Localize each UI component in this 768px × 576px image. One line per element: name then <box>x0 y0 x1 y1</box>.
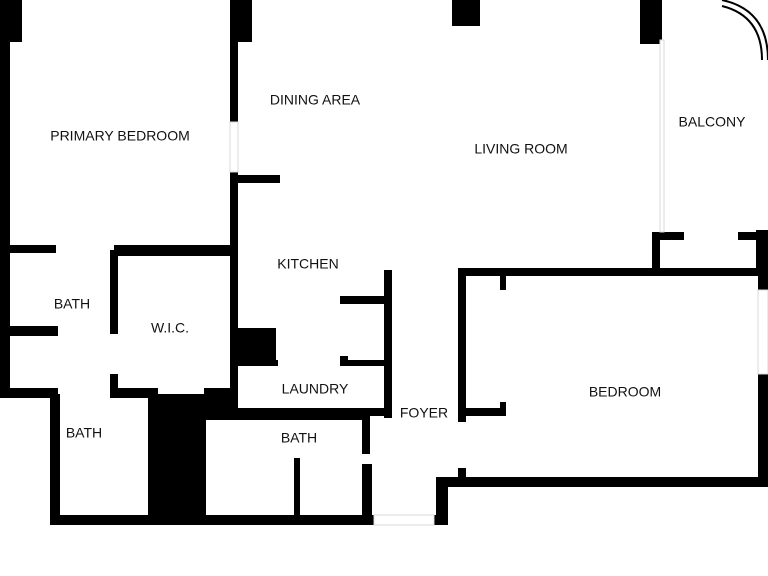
wall-laundry-bottom <box>234 408 392 416</box>
wall-pantry-left-lower <box>340 356 348 364</box>
label-primary-bedroom: PRIMARY BEDROOM <box>50 128 190 144</box>
outer-wall-top-left-block <box>0 0 22 42</box>
label-bath-primary: BATH <box>54 296 90 312</box>
label-bedroom: BEDROOM <box>589 384 661 400</box>
column-top-2 <box>452 0 480 26</box>
wall-primary-bedroom-right-lower <box>230 172 238 408</box>
wall-balcony-box-top-left <box>652 232 684 240</box>
wall-center-bath-top <box>200 414 366 420</box>
wall-bedroom-left-lower <box>458 468 466 482</box>
outer-wall-left <box>0 0 10 398</box>
wall-lower-bath-right <box>148 394 158 525</box>
wall-wic-bottom <box>110 388 158 398</box>
kitchen-appliance-block <box>234 328 276 366</box>
wall-closet-bottom <box>458 408 506 416</box>
wall-bath-shelf <box>0 326 58 336</box>
label-foyer: FOYER <box>400 405 448 421</box>
wall-bath-wic-divider-lower <box>110 374 118 398</box>
label-bath-center: BATH <box>281 430 317 446</box>
wall-bedroom-left <box>458 268 466 422</box>
label-balcony: BALCONY <box>679 114 747 130</box>
wall-balcony-box-left <box>652 232 660 274</box>
label-bath-lower-left: BATH <box>66 425 102 441</box>
label-living-room: LIVING ROOM <box>474 141 567 157</box>
outer-wall-right <box>758 272 768 487</box>
column-top-3 <box>640 0 662 44</box>
wall-closet-right <box>500 276 506 290</box>
label-laundry: LAUNDRY <box>282 381 349 397</box>
label-wic: W.I.C. <box>151 320 189 336</box>
wall-bedroom-top <box>458 268 768 276</box>
wall-kitchen-right <box>384 270 392 418</box>
balcony-slider <box>659 39 665 233</box>
wall-center-bath-right <box>362 414 370 454</box>
wall-bedroom-bottom <box>436 477 768 487</box>
label-kitchen: KITCHEN <box>277 256 338 272</box>
wall-foyer-jog-vertical <box>436 478 448 525</box>
wall-bath-bottom <box>0 388 58 398</box>
wall-lower-bath-left <box>50 394 60 524</box>
wall-balcony-right <box>756 230 768 274</box>
bedroom-window <box>757 289 768 375</box>
wall-kitchen-bottom <box>234 360 278 366</box>
entry-door <box>373 514 435 526</box>
door-primary-bedroom-opening <box>229 121 239 173</box>
wall-kitchen-bottom-right <box>340 360 388 366</box>
wall-kitchen-counter <box>230 175 280 183</box>
wall-primary-bedroom-bottom-right <box>114 245 238 253</box>
label-dining-area: DINING AREA <box>270 92 361 108</box>
balcony-railing-inner <box>721 5 763 61</box>
wall-balcony-box-top-right <box>738 232 768 240</box>
wall-center-bath-right-lower <box>362 464 372 525</box>
wall-wic-top <box>118 250 238 256</box>
column-top-1 <box>230 0 252 42</box>
wall-primary-bedroom-right <box>230 36 238 122</box>
shower-partition <box>294 458 300 525</box>
wall-laundry-left <box>230 360 236 416</box>
wall-pantry-top <box>340 296 388 304</box>
wall-bath-wic-divider <box>110 250 118 334</box>
outer-wall-bottom <box>50 515 374 525</box>
wall-primary-bedroom-bottom-left <box>0 245 56 253</box>
wall-pantry-left <box>340 296 348 304</box>
wall-center-bath-left <box>200 414 206 525</box>
